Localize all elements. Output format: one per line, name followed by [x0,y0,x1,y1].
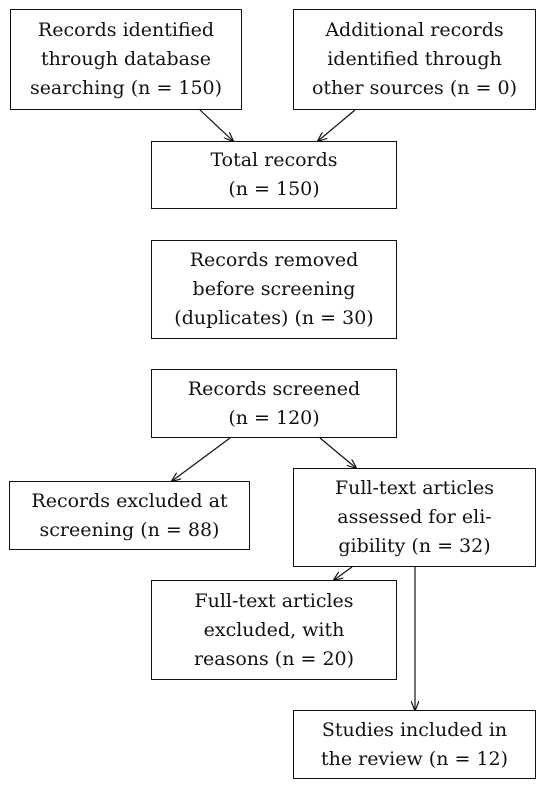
box-line: reasons (n = 20) [193,647,355,670]
box-line: excluded, with [203,618,345,641]
box-line: (duplicates) (n = 30) [174,307,374,329]
arrow-screened-to-fulltext [319,437,356,468]
box-line: (n = 120) [228,406,320,429]
box-records-screened: Records screened (n = 120) [151,369,397,438]
box-line: Total records [210,149,338,171]
box-line: screening (n = 88) [39,518,220,541]
box-line: Records removed [189,249,359,271]
arrow-other-to-total [318,109,356,141]
box-line: Additional records [325,19,504,41]
box-line: Full-text articles [194,589,354,612]
box-records-removed-duplicates: Records removed before screening (duplic… [151,240,397,339]
box-line: identified through [327,48,502,70]
box-line: through database [40,48,211,70]
box-fulltext-excluded: Full-text articles excluded, with reason… [151,580,397,680]
box-line: (n = 150) [228,178,320,200]
box-line: assessed for eli- [337,506,492,528]
box-records-identified-database: Records identified through database sear… [10,9,242,110]
box-additional-records: Additional records identified through ot… [293,9,536,110]
box-line: Records excluded at [31,489,228,512]
box-line: gibility (n = 32) [338,535,491,557]
box-line: Full-text articles [334,477,495,499]
box-line: Records identified [37,19,215,41]
box-records-excluded-screening: Records excluded at screening (n = 88) [9,481,250,550]
box-line: other sources (n = 0) [311,77,517,99]
box-total-records: Total records (n = 150) [151,141,397,209]
box-studies-included: Studies included in the review (n = 12) [293,710,536,779]
arrow-fulltext-to-excluded [334,566,353,580]
box-line: Studies included in [321,718,508,741]
arrow-screened-to-excluded [172,437,231,481]
box-line: the review (n = 12) [320,747,509,770]
arrow-database-to-total [199,109,233,141]
box-line: Records screened [187,377,361,400]
box-fulltext-assessed: Full-text articles assessed for eli- gib… [293,468,536,567]
box-line: before screening [192,278,356,300]
box-line: searching (n = 150) [29,77,223,99]
